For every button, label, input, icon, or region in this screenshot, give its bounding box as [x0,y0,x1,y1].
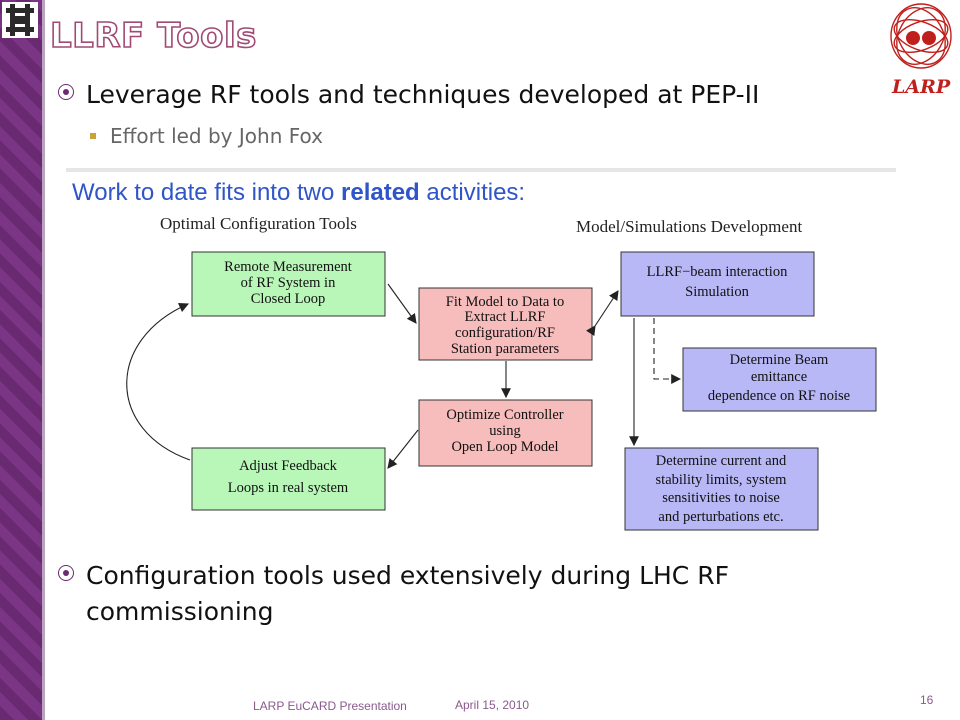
box-adjust-feedback: Adjust Feedback Loops in real system [191,447,386,511]
svg-text:Optimize Controller: Optimize Controller [446,407,563,423]
svg-text:Open Loop Model: Open Loop Model [451,439,558,455]
bullet-text-line2: commissioning [86,597,274,626]
bullet-leverage-rf-tools: Leverage RF tools and techniques develop… [58,80,759,109]
arrow-optimize-to-adjust [387,429,419,469]
svg-text:using: using [489,423,520,439]
svg-text:sensitivities to noise: sensitivities to noise [662,490,780,506]
svg-text:dependence on RF noise: dependence on RF noise [708,388,850,404]
arrow-fit-llrf-bidirectional [586,290,619,337]
bullet-square-icon [90,133,96,139]
footer-presentation: LARP EuCARD Presentation [253,699,407,713]
right-column-title: Model/Simulations Development [576,217,802,236]
box-llrf-simulation: LLRF−beam interaction Simulation [620,251,815,317]
larp-logo-icon [885,0,957,100]
subbullet-text: Effort led by John Fox [110,124,323,148]
fermilab-logo-icon [2,2,38,38]
svg-text:Adjust Feedback: Adjust Feedback [239,458,338,474]
box-fit-model: Fit Model to Data to Extract LLRF config… [418,287,593,361]
svg-text:emittance: emittance [751,369,807,385]
bullet-text-line1: Configuration tools used extensively dur… [86,561,729,590]
svg-text:Simulation: Simulation [685,284,749,300]
left-column-title: Optimal Configuration Tools [160,214,357,233]
bullet-text: Leverage RF tools and techniques develop… [86,80,760,109]
box-determine-current: Determine current and stability limits, … [624,447,819,531]
activities-diagram: Work to date fits into two related activ… [66,168,896,531]
svg-text:Fit Model to Data to: Fit Model to Data to [446,294,564,310]
svg-text:LLRF−beam interaction: LLRF−beam interaction [647,264,788,280]
bullet-circle-icon [58,565,74,581]
subbullet-effort-led: Effort led by John Fox [90,124,323,148]
svg-text:Remote Measurement: Remote Measurement [224,259,352,275]
slide-title: LLRF Tools [49,15,257,57]
larp-logo-text: LARP [892,76,951,98]
svg-text:Station parameters: Station parameters [451,341,560,357]
svg-text:Extract LLRF: Extract LLRF [465,309,546,325]
svg-text:Loops in real system: Loops in real system [228,480,349,496]
arrow-remote-to-fit [387,283,417,324]
bullet-configuration-tools: Configuration tools used extensively dur… [58,558,729,630]
footer-page-number: 16 [920,693,934,707]
svg-text:and perturbations etc.: and perturbations etc. [658,509,783,525]
box-determine-beam: Determine Beam emittance dependence on R… [682,347,877,412]
footer-date: April 15, 2010 [455,698,530,712]
svg-text:Closed Loop: Closed Loop [251,291,326,307]
svg-text:stability limits, system: stability limits, system [656,472,788,488]
diagram-heading: Work to date fits into two related activ… [72,179,525,206]
svg-text:of RF System in: of RF System in [241,275,336,291]
bullet-circle-icon [58,84,74,100]
svg-text:Determine current and: Determine current and [656,453,787,469]
arrow-adjust-to-remote [126,303,191,461]
svg-text:configuration/RF: configuration/RF [455,325,555,341]
slide-sidebar [0,0,45,720]
box-remote-measurement: Remote Measurement of RF System in Close… [191,251,386,317]
box-optimize-controller: Optimize Controller using Open Loop Mode… [418,399,593,467]
dashed-arrow-llrf-to-beam [653,318,682,384]
svg-text:Determine Beam: Determine Beam [730,352,829,368]
